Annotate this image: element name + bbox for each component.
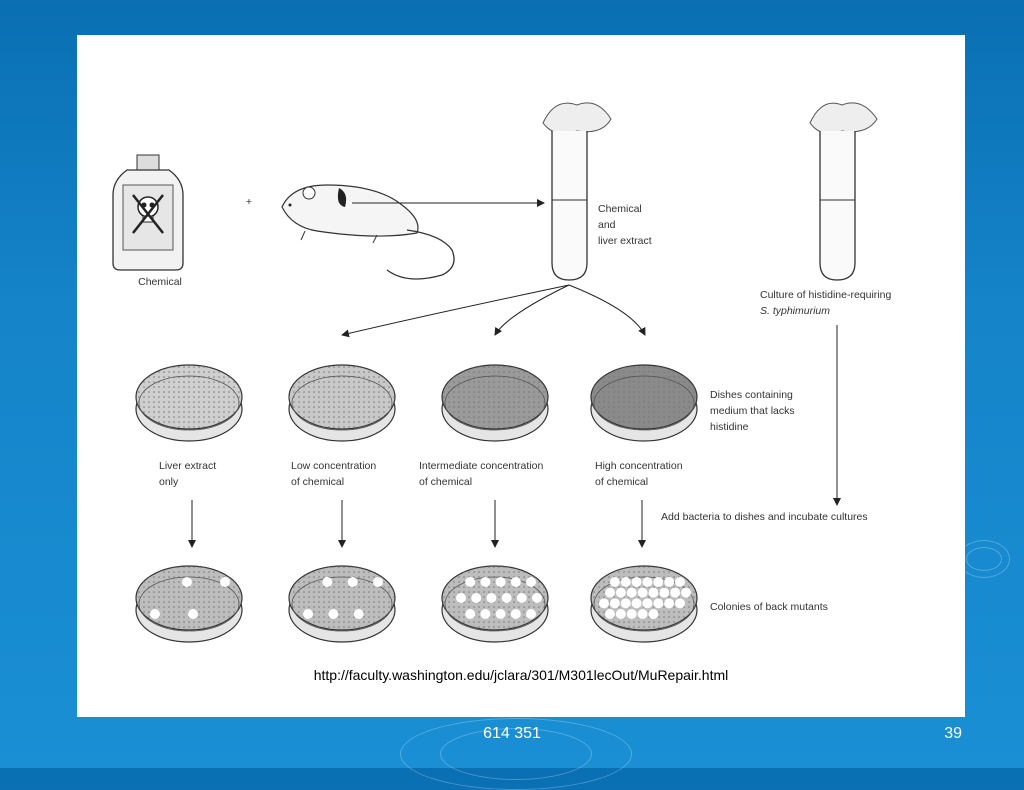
colony xyxy=(620,598,631,609)
colony xyxy=(605,587,615,598)
colony xyxy=(615,609,626,619)
colony xyxy=(637,587,648,598)
dish4-label: High concentration of chemical xyxy=(595,460,685,488)
test-tube-with-liver-extract-icon xyxy=(542,102,612,281)
colony-dish-1 xyxy=(135,565,243,643)
colony xyxy=(664,577,675,587)
colony-dish-3 xyxy=(441,565,549,643)
colony xyxy=(648,609,659,619)
colony-dishes-row xyxy=(135,565,698,643)
colony xyxy=(465,609,476,619)
colony xyxy=(631,577,642,587)
colony-dish-2 xyxy=(288,565,396,643)
dishes-label: Dishes containing medium that lacks hist… xyxy=(710,389,798,433)
branch-arrows xyxy=(341,284,646,338)
colony xyxy=(670,587,681,598)
add-bacteria-label: Add bacteria to dishes and incubate cult… xyxy=(661,511,868,523)
tube1-label: Chemical and liver extract xyxy=(598,203,652,247)
colony xyxy=(659,587,670,598)
colonies-label: Colonies of back mutants xyxy=(710,601,828,613)
colony xyxy=(599,598,609,609)
colony xyxy=(150,609,160,619)
ames-test-diagram: Chemical + Chemical and liver extract xyxy=(112,102,894,643)
colony xyxy=(516,593,527,603)
plus-sign: + xyxy=(246,196,252,208)
colony xyxy=(373,577,383,587)
chemical-bottle-icon xyxy=(112,154,184,271)
water-ripple-decoration xyxy=(966,547,1002,571)
colony xyxy=(626,587,637,598)
colony xyxy=(626,609,637,619)
medium-dish-1 xyxy=(135,364,243,442)
colony xyxy=(653,598,664,609)
colony xyxy=(480,609,491,619)
dish2-label: Low concentration of chemical xyxy=(291,460,379,488)
colony xyxy=(609,577,620,587)
colony xyxy=(620,577,631,587)
colony xyxy=(642,598,653,609)
colony xyxy=(637,609,648,619)
course-code: 614 351 xyxy=(483,725,541,742)
colony xyxy=(303,609,313,619)
colony xyxy=(495,609,506,619)
colony xyxy=(648,587,659,598)
medium-dish-3 xyxy=(441,364,549,442)
colony xyxy=(664,598,675,609)
chemical-label: Chemical xyxy=(138,276,182,288)
colony xyxy=(495,577,506,587)
incubation-arrows xyxy=(188,325,841,548)
colony xyxy=(532,593,542,603)
diagram-panel: Chemical + Chemical and liver extract xyxy=(77,35,965,717)
source-url[interactable]: http://faculty.washington.edu/jclara/301… xyxy=(313,667,729,683)
colony xyxy=(220,577,230,587)
colony xyxy=(501,593,512,603)
dish1-label: Liver extract only xyxy=(159,460,219,488)
colony xyxy=(675,598,685,609)
colony xyxy=(471,593,482,603)
colony xyxy=(642,577,653,587)
culture-label: Culture of histidine-requiring S. typhim… xyxy=(760,289,894,317)
colony xyxy=(526,609,536,619)
colony xyxy=(675,577,685,587)
colony xyxy=(465,577,476,587)
medium-dish-2 xyxy=(288,364,396,442)
colony xyxy=(347,577,358,587)
colony xyxy=(526,577,536,587)
colony xyxy=(609,598,620,609)
colony xyxy=(681,587,691,598)
rat-icon xyxy=(281,184,455,280)
colony xyxy=(353,609,364,619)
culture-test-tube-icon xyxy=(809,102,878,281)
colony xyxy=(322,577,333,587)
colony xyxy=(653,577,664,587)
colony xyxy=(456,593,466,603)
colony xyxy=(605,609,615,619)
colony xyxy=(510,609,521,619)
colony xyxy=(631,598,642,609)
colony xyxy=(328,609,339,619)
colony xyxy=(510,577,521,587)
dishes-row xyxy=(135,364,698,442)
medium-dish-4 xyxy=(590,364,698,442)
colony xyxy=(480,577,491,587)
dish3-label: Intermediate concentration of chemical xyxy=(419,460,546,488)
colony xyxy=(188,609,198,619)
colony xyxy=(615,587,626,598)
colony-dish-4 xyxy=(590,565,698,643)
colony xyxy=(486,593,497,603)
page-number: 39 xyxy=(944,725,962,742)
colony xyxy=(182,577,192,587)
